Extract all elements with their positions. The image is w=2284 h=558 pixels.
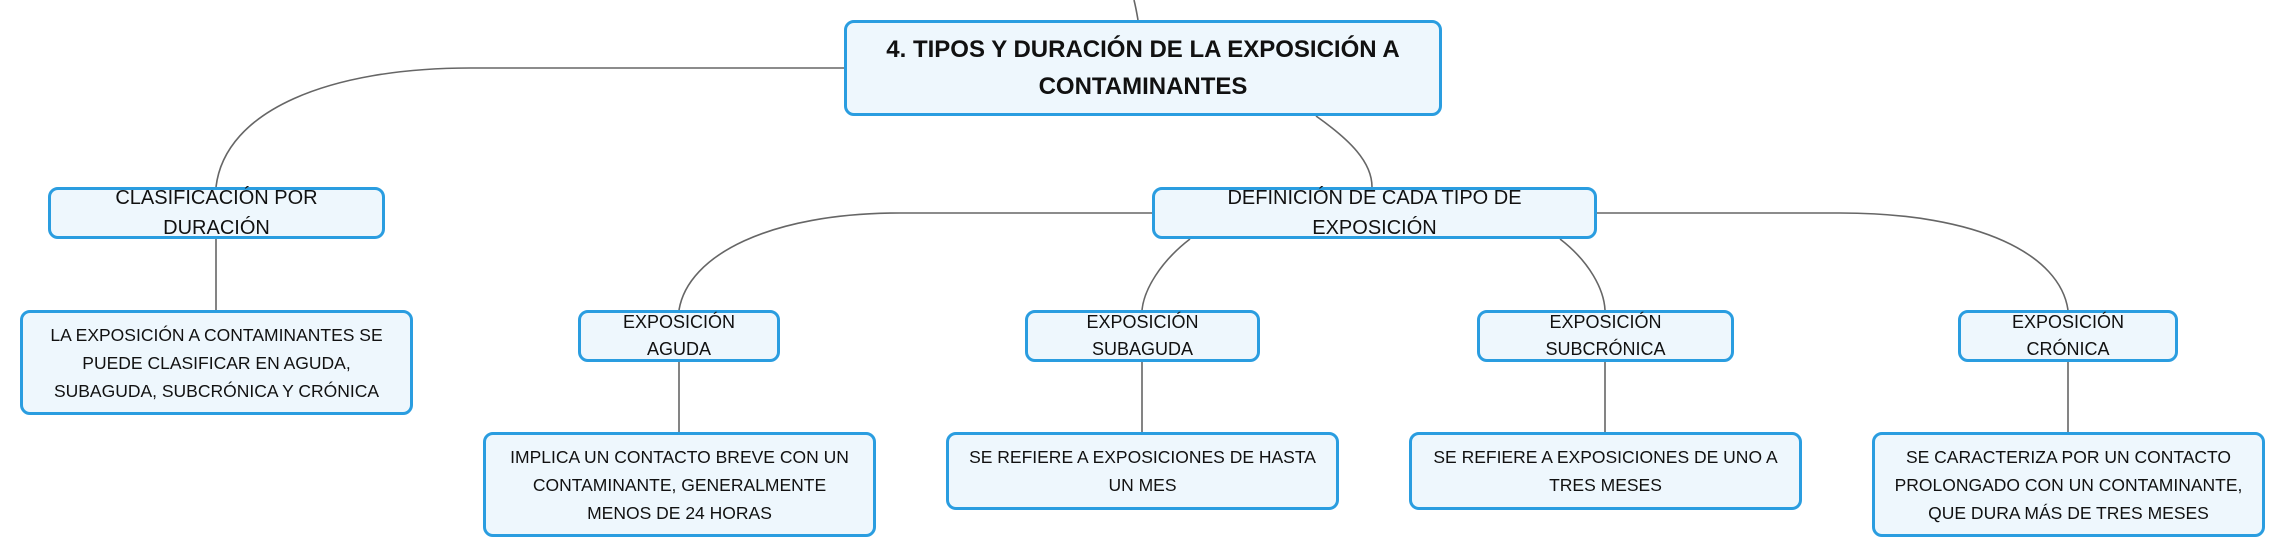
subtopic-clasificacion-detalle[interactable]: LA EXPOSICIÓN A CONTAMINANTES SE PUEDE C… <box>20 310 413 415</box>
subtopic-subaguda-detalle[interactable]: SE REFIERE A EXPOSICIONES DE HASTA UN ME… <box>946 432 1339 510</box>
topic-clasificacion[interactable]: CLASIFICACIÓN POR DURACIÓN <box>48 187 385 239</box>
connector-definition-aguda <box>678 212 1152 311</box>
topic-exposicion-cronica[interactable]: EXPOSICIÓN CRÓNICA <box>1958 310 2178 362</box>
connector-root-classification <box>215 67 844 188</box>
connector-root-definition <box>1315 115 1373 188</box>
connector-definition-subcronica <box>1559 238 1606 311</box>
topic-definicion[interactable]: DEFINICIÓN DE CADA TIPO DE EXPOSICIÓN <box>1152 187 1597 239</box>
root-topic[interactable]: 4. TIPOS Y DURACIÓN DE LA EXPOSICIÓN A C… <box>844 20 1442 116</box>
subtopic-aguda-detalle[interactable]: IMPLICA UN CONTACTO BREVE CON UN CONTAMI… <box>483 432 876 537</box>
subtopic-cronica-detalle[interactable]: SE CARACTERIZA POR UN CONTACTO PROLONGAD… <box>1872 432 2265 537</box>
connector-root-parent <box>1133 0 1139 21</box>
subtopic-subcronica-detalle[interactable]: SE REFIERE A EXPOSICIONES DE UNO A TRES … <box>1409 432 1802 510</box>
connector-definition-subaguda <box>1141 238 1191 311</box>
connector-definition-cronica <box>1597 212 2069 311</box>
topic-exposicion-subaguda[interactable]: EXPOSICIÓN SUBAGUDA <box>1025 310 1260 362</box>
topic-exposicion-subcronica[interactable]: EXPOSICIÓN SUBCRÓNICA <box>1477 310 1734 362</box>
topic-exposicion-aguda[interactable]: EXPOSICIÓN AGUDA <box>578 310 780 362</box>
